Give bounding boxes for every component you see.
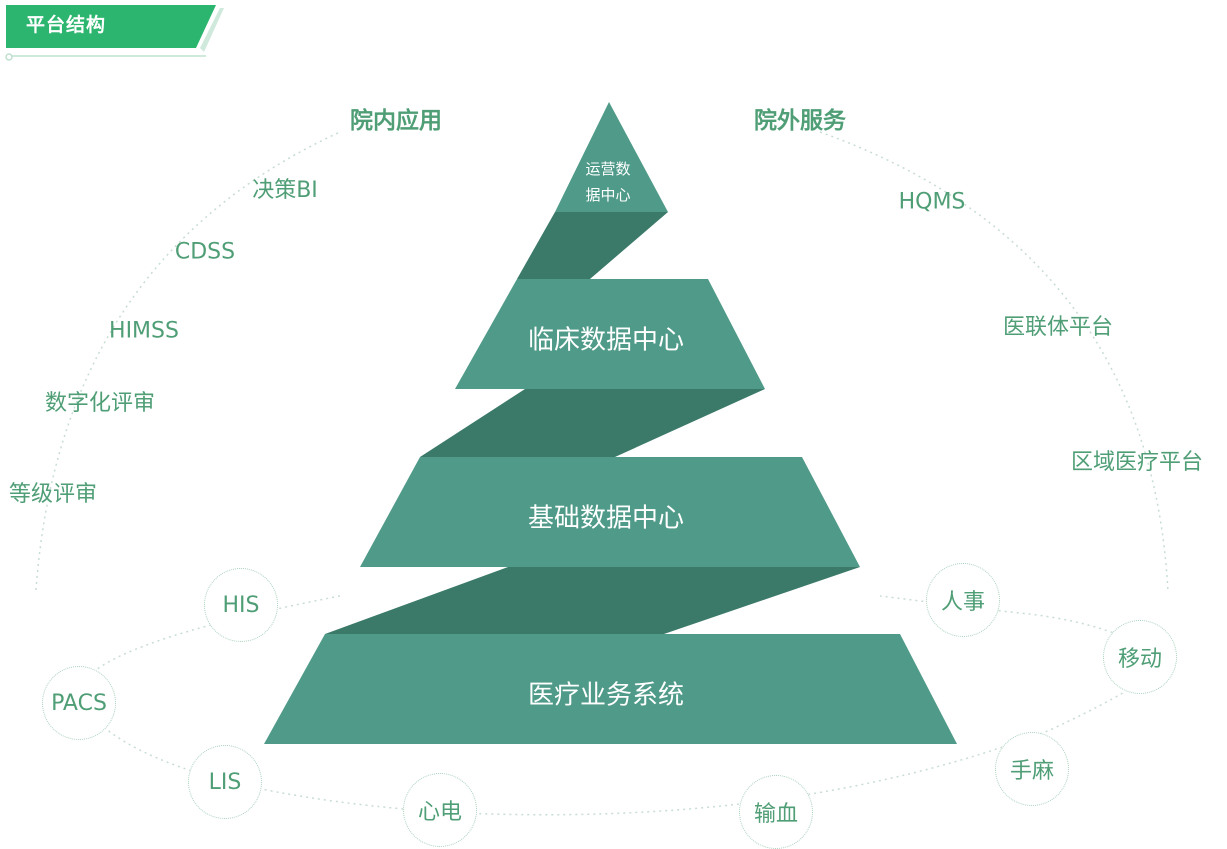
pyramid-band-3 [325, 567, 860, 634]
category-internal: 院内应用 [350, 108, 442, 134]
system-node-ecg: 心电 [403, 773, 477, 847]
apex-line-1: 运营数 [585, 160, 631, 178]
internal-app-item: 等级评审 [8, 482, 98, 507]
pyramid-tier-1 [455, 279, 765, 389]
pyramid-apex-label: 运营数 据中心 [585, 156, 630, 208]
system-node-his: HIS [204, 568, 278, 642]
tier-business-systems: 医疗业务系统 [527, 680, 685, 711]
pyramid-band-2 [420, 389, 765, 457]
system-node-lis: LIS [188, 745, 262, 819]
internal-app-item: 决策BI [252, 178, 318, 203]
header-tab-shape [5, 5, 224, 61]
system-node-mobile: 移动 [1103, 620, 1177, 694]
category-external: 院外服务 [754, 108, 846, 134]
section-title: 平台结构 [26, 14, 107, 36]
internal-app-item: CDSS [174, 239, 236, 265]
system-node-anesthesia: 手麻 [995, 732, 1069, 806]
pyramid-band-1 [517, 212, 668, 279]
external-service-item: HQMS [898, 189, 966, 215]
system-node-transfusion: 输血 [739, 775, 813, 849]
external-service-item: 区域医疗平台 [1070, 450, 1204, 475]
internal-app-item: 数字化评审 [44, 391, 156, 416]
pyramid-tier-2 [360, 457, 860, 567]
internal-app-item: HIMSS [109, 318, 179, 344]
pyramid-tier-3 [264, 634, 957, 744]
tier-clinical-data-center: 临床数据中心 [527, 325, 685, 356]
external-arc [819, 131, 1169, 593]
pyramid-apex [555, 102, 668, 212]
system-node-hr: 人事 [926, 563, 1000, 637]
external-service-item: 医联体平台 [1002, 315, 1114, 340]
apex-line-2: 据中心 [585, 186, 631, 204]
tier-basic-data-center: 基础数据中心 [527, 503, 685, 534]
system-node-pacs: PACS [42, 666, 116, 740]
